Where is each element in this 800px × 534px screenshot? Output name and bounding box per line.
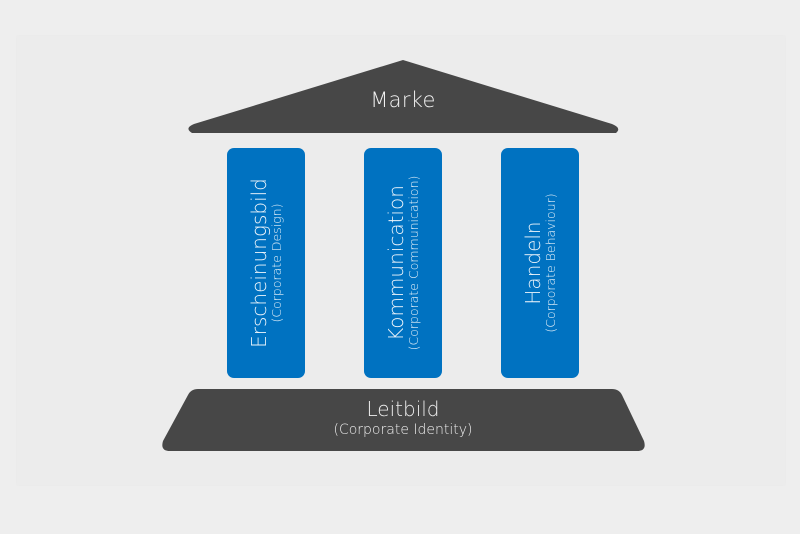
pillar-title: Handeln [521, 221, 546, 305]
pillar-subtitle: (Corporate Behaviour) [543, 193, 559, 333]
pillar-title: Erscheinungsbild [247, 178, 272, 348]
pillar-subtitle: (Corporate Design) [269, 203, 285, 323]
pillar-corporate-behaviour: Handeln (Corporate Behaviour) [501, 148, 579, 378]
roof-shape [188, 60, 619, 133]
pillar-title: Kommunication [384, 185, 409, 341]
base-subtitle: (Corporate Identity) [333, 422, 473, 438]
pillar-text: Erscheinungsbild (Corporate Design) [247, 178, 285, 348]
pillar-subtitle: (Corporate Communication) [406, 175, 422, 351]
pillar-corporate-design: Erscheinungsbild (Corporate Design) [227, 148, 305, 378]
roof-label: Marke [370, 88, 436, 112]
base-shape [162, 389, 645, 451]
pillar-text: Handeln (Corporate Behaviour) [521, 193, 559, 333]
base-title: Leitbild [366, 397, 440, 421]
pillar-text: Kommunication (Corporate Communication) [384, 175, 422, 351]
base-label: Leitbild (Corporate Identity) [253, 397, 553, 439]
pillar-corporate-communication: Kommunication (Corporate Communication) [364, 148, 442, 378]
